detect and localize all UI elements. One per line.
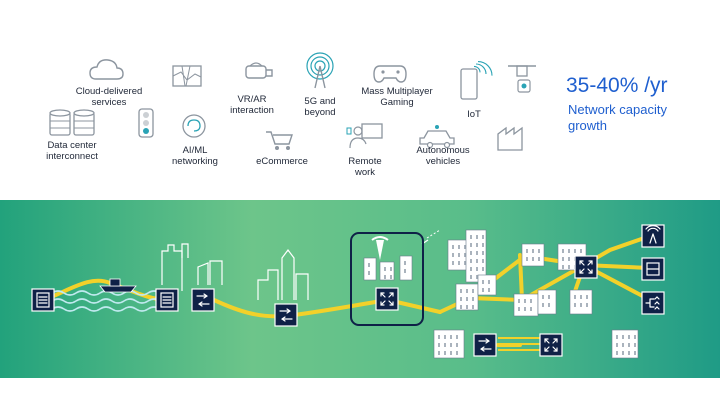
- vr-headset-icon: [245, 62, 273, 79]
- remote-worker-icon: [346, 123, 383, 149]
- label-5g-and-beyond: 5G and beyond: [304, 96, 336, 118]
- gamepad-icon: [373, 65, 407, 83]
- optical-switch-icon: [473, 333, 497, 357]
- cloud-icon: [89, 59, 124, 80]
- building: [455, 283, 479, 311]
- traffic-light-icon: [138, 108, 154, 138]
- capacity-growth-caption: Network capacity growth: [568, 102, 667, 133]
- building: [513, 293, 539, 317]
- label-ecommerce: eCommerce: [256, 156, 308, 167]
- label-iot: IoT: [467, 109, 481, 120]
- data-center-icon: [49, 109, 95, 136]
- sea-waves: [51, 278, 161, 312]
- building: [477, 274, 497, 296]
- building: [611, 329, 639, 359]
- label-remote-work: Remote work: [348, 156, 382, 178]
- yellow-link: [518, 253, 524, 302]
- building: [465, 229, 487, 283]
- parallel-links: [498, 337, 540, 351]
- label-autonomous-vehicles: Autonomous vehicles: [416, 145, 470, 167]
- terminal-equipment-icon: [155, 288, 179, 312]
- router-cross-icon: [375, 287, 399, 311]
- server-icon: [641, 257, 665, 281]
- label-vr-ar-interaction: VR/AR interaction: [230, 94, 274, 116]
- building: [363, 257, 377, 281]
- factory-icon: [497, 126, 523, 151]
- building: [433, 329, 465, 359]
- home-network-icon: [641, 291, 665, 315]
- optical-switch-icon: [191, 288, 215, 312]
- label-mass-multiplayer-gaming: Mass Multiplayer Gaming: [361, 86, 433, 108]
- antenna-icon: [641, 224, 665, 248]
- building: [399, 255, 413, 281]
- building: [569, 289, 593, 315]
- building: [521, 243, 545, 267]
- terminal-equipment-icon: [31, 288, 55, 312]
- label-data-center-interconnect: Data center interconnect: [46, 140, 98, 162]
- map-icon: [172, 65, 202, 87]
- shopping-cart-icon: [266, 131, 293, 150]
- skyline-outlines: [161, 229, 441, 300]
- router-cross-icon: [574, 255, 598, 279]
- core-city-box: [350, 232, 424, 326]
- drone-icon: [508, 65, 536, 93]
- smartphone-signal-icon: [460, 61, 493, 100]
- optical-switch-icon: [274, 303, 298, 327]
- building: [379, 261, 395, 281]
- brain-icon: [182, 114, 206, 138]
- label-ai-ml-networking: AI/ML networking: [172, 145, 218, 167]
- building: [537, 289, 557, 315]
- car-icon: [419, 125, 455, 149]
- router-cross-icon: [539, 333, 563, 357]
- antenna-icon: [306, 52, 334, 89]
- label-cloud-delivered-services: Cloud-delivered services: [75, 86, 143, 108]
- capacity-growth-value: 35-40% /yr: [566, 74, 668, 97]
